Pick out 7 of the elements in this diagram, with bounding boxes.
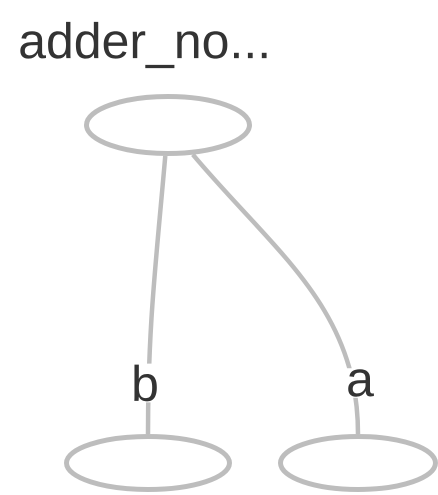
ellipse-node bbox=[278, 434, 438, 492]
title: adder_no... bbox=[20, 22, 267, 68]
connector bbox=[191, 153, 360, 434]
ellipse-node bbox=[84, 94, 252, 156]
ellipse-node bbox=[64, 434, 232, 492]
edge-label: a bbox=[345, 368, 375, 398]
edge-label: b bbox=[130, 364, 160, 402]
